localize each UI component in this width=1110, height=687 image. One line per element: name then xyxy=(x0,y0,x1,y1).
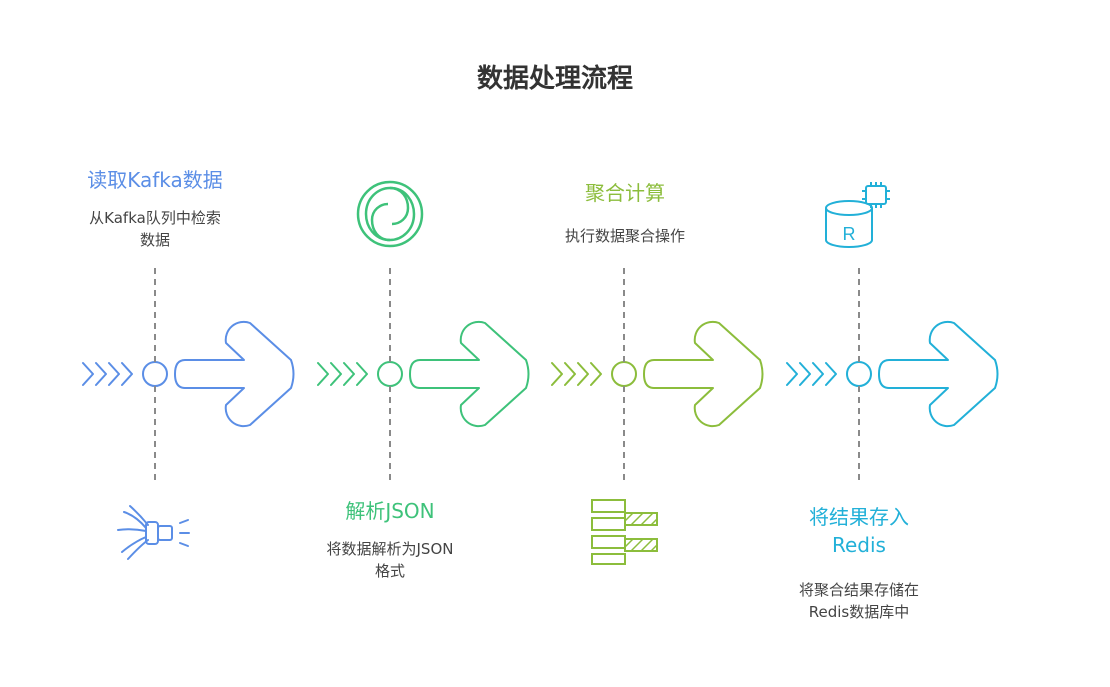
step-3-title: 聚合计算 xyxy=(585,181,665,205)
step-2-description: 将数据解析为JSON 格式 xyxy=(326,540,454,580)
step-1-arrow xyxy=(174,320,295,428)
step-4-title: 将结果存入 Redis xyxy=(809,505,909,557)
chevrons-icon xyxy=(317,362,368,386)
step-4-node xyxy=(846,361,872,387)
chevrons-icon xyxy=(786,362,837,386)
step-1-flow xyxy=(82,320,295,428)
step-3-arrow xyxy=(643,320,764,428)
step-2-node xyxy=(377,361,403,387)
step-3-node xyxy=(611,361,637,387)
step-1-description: 从Kafka队列中检索 数据 xyxy=(89,209,221,249)
step-3-description: 执行数据聚合操作 xyxy=(564,227,685,245)
chevrons-icon xyxy=(551,362,602,386)
redis-database-icon xyxy=(825,182,890,248)
stream-ingest-icon xyxy=(117,505,190,560)
aggregate-bars-icon xyxy=(591,499,658,565)
step-4-flow xyxy=(786,320,999,428)
step-2-title: 解析JSON xyxy=(345,499,435,523)
page-title: 数据处理流程 xyxy=(476,64,633,94)
step-4-arrow xyxy=(878,320,999,428)
step-2-flow xyxy=(317,320,530,428)
redis-icon-label: R xyxy=(843,224,856,244)
step-4-description: 将聚合结果存储在 Redis数据库中 xyxy=(798,581,919,621)
step-1-title: 读取Kafka数据 xyxy=(87,168,223,192)
step-2-arrow xyxy=(409,320,530,428)
step-1-node xyxy=(142,361,168,387)
chevrons-icon xyxy=(82,362,133,386)
step-3-flow xyxy=(551,320,764,428)
json-swirl-icon xyxy=(356,180,424,248)
